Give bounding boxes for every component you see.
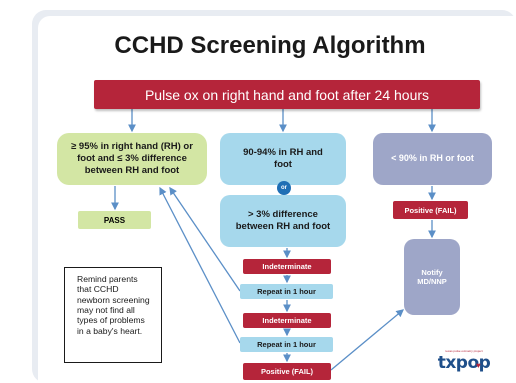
logo-tagline: texas pulse oximetry project [445, 349, 483, 353]
final-fail-box: Positive (FAIL) [243, 363, 331, 380]
middle-criteria-line: foot [274, 159, 292, 170]
parent-reminder-note: Remind parents that CCHD newborn screeni… [64, 267, 162, 363]
pass-criteria-box: ≥ 95% in right hand (RH) or foot and ≤ 3… [57, 133, 207, 185]
middle-criteria-line: 90-94% in RH and [243, 147, 323, 159]
initial-screening-step: Pulse ox on right hand and foot after 24… [94, 80, 480, 109]
difference-criteria-line: between RH and foot [235, 221, 331, 232]
reminder-line: may not find all [77, 304, 135, 315]
notify-line: Notify [421, 267, 443, 277]
indeterminate-box: Indeterminate [243, 259, 331, 274]
pass-criteria-line: between RH and foot [84, 164, 180, 176]
pass-criteria-line: ≥ 95% in right hand (RH) or [71, 141, 193, 153]
fail-result-box: Positive (FAIL) [393, 201, 468, 219]
notify-box: Notify MD/NNP [404, 239, 460, 315]
notify-line: MD/NNP [417, 277, 447, 286]
heart-icon: ♥ [476, 361, 481, 370]
middle-criteria-box: 90-94% in RH and foot [220, 133, 346, 185]
txpop-logo: texas pulse oximetry project txpop ♥ [434, 349, 494, 377]
fail-criteria-box: < 90% in RH or foot [373, 133, 492, 185]
logo-wordmark: txpop [437, 353, 491, 373]
reminder-line: in a baby's heart. [77, 325, 143, 336]
pass-criteria-line: foot and ≤ 3% difference [77, 153, 187, 165]
repeat-box: Repeat in 1 hour [240, 284, 333, 299]
reminder-line: that CCHD [77, 284, 119, 295]
indeterminate-box: Indeterminate [243, 313, 331, 328]
or-badge: or [277, 181, 291, 195]
reminder-line: types of problems [77, 315, 145, 326]
difference-criteria-box: > 3% difference between RH and foot [220, 195, 346, 247]
reminder-line: newborn screening [77, 294, 150, 305]
reminder-line: Remind parents [77, 274, 138, 284]
repeat-box: Repeat in 1 hour [240, 337, 333, 352]
page-title: CCHD Screening Algorithm [114, 32, 426, 59]
difference-criteria-line: > 3% difference [248, 209, 318, 221]
pass-result-box: PASS [78, 211, 151, 229]
